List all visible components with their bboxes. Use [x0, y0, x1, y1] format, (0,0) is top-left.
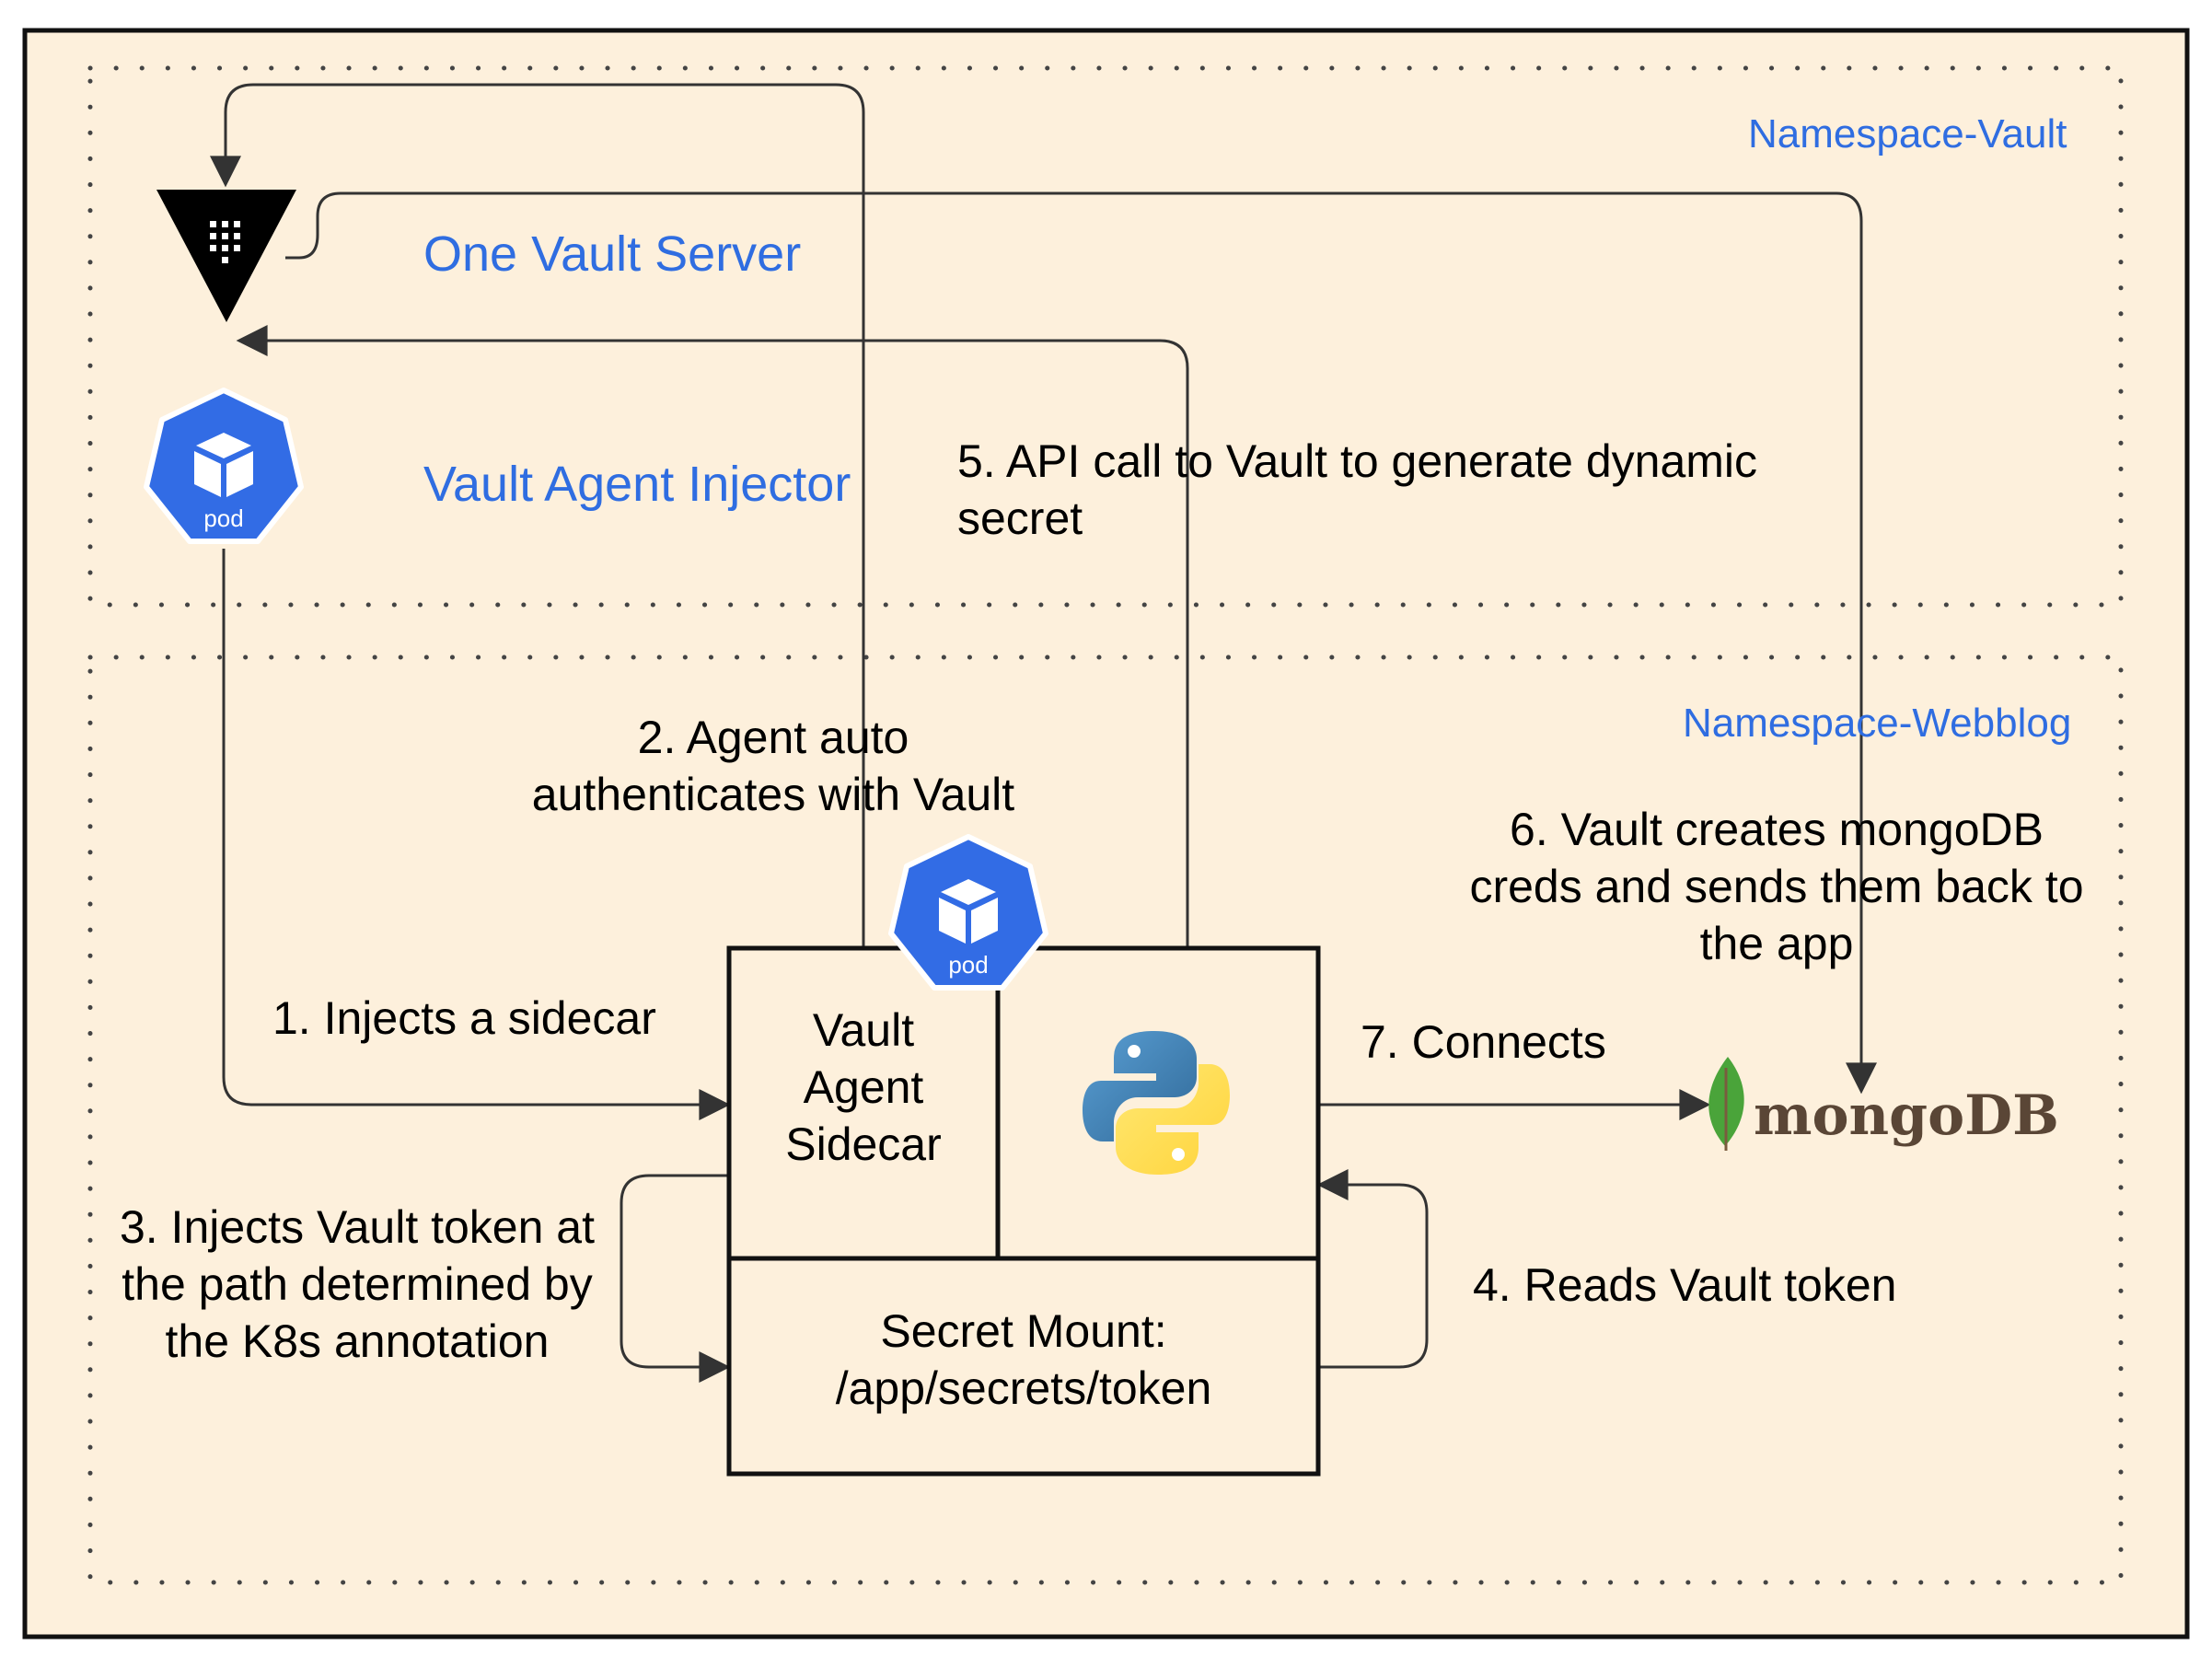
step-3-label: 3. Injects Vault token at the path deter…	[90, 1199, 624, 1370]
connector-inject-token	[620, 1174, 731, 1383]
pod-icon-label: pod	[203, 504, 243, 532]
connector-read-token	[1316, 1169, 1429, 1369]
python-logo-icon	[1083, 1031, 1230, 1175]
step-4-label: 4. Reads Vault token	[1473, 1257, 1896, 1313]
mongodb-leaf-icon	[1708, 1057, 1744, 1151]
sidecar-label-line: Agent	[803, 1061, 924, 1113]
step-5-line: secret	[957, 492, 1083, 544]
connector-agent-auth	[210, 83, 865, 946]
step-4-line: 4. Reads Vault token	[1473, 1259, 1897, 1311]
step-7-line: 7. Connects	[1361, 1016, 1606, 1068]
step-2-line: authenticates with Vault	[531, 769, 1015, 820]
step-6-line: creds and sends them back to	[1469, 861, 2084, 912]
step-6-line: the app	[1699, 918, 1854, 969]
mongodb-logo: mongoDB	[1708, 1057, 2059, 1151]
namespace-webblog-label: Namespace-Webblog	[1683, 701, 2072, 746]
secret-mount-line: /app/secrets/token	[835, 1362, 1212, 1414]
step-3-line: 3. Injects Vault token at	[119, 1201, 596, 1253]
step-5-label: 5. API call to Vault to generate dynamic…	[957, 433, 1757, 547]
sidecar-label-line: Vault	[812, 1004, 915, 1056]
step-3-line: the K8s annotation	[165, 1315, 550, 1367]
step-3-line: the path determined by	[122, 1258, 593, 1310]
step-1-label: 1. Injects a sidecar	[272, 991, 656, 1046]
injector-label: Vault Agent Injector	[423, 457, 851, 512]
step-2-label: 2. Agent auto authenticates with Vault	[497, 709, 1049, 823]
step-2-line: 2. Agent auto	[637, 712, 909, 763]
mongodb-wordmark: mongoDB	[1754, 1083, 2059, 1148]
k8s-pod-icon: pod	[888, 834, 1048, 991]
secret-mount-label: Secret Mount: /app/secrets/token	[729, 1303, 1318, 1417]
vault-logo-icon	[156, 190, 296, 322]
step-5-line: 5. API call to Vault to generate dynamic	[957, 435, 1758, 487]
k8s-pod-icon: pod	[144, 388, 304, 544]
sidecar-label-line: Sidecar	[785, 1118, 942, 1170]
step-6-label: 6. Vault creates mongoDB creds and sends…	[1436, 801, 2117, 972]
secret-mount-line: Secret Mount:	[880, 1305, 1167, 1357]
connector-vault-mongodb	[285, 191, 1877, 1095]
connector-api-call	[236, 325, 1189, 946]
pod-icon-label: pod	[948, 951, 988, 979]
connector-inject-sidecar	[222, 549, 731, 1120]
vault-server-label: One Vault Server	[423, 226, 802, 282]
namespace-vault-label: Namespace-Vault	[1748, 111, 2067, 156]
outer-border	[22, 28, 2190, 1640]
step-1-line: 1. Injects a sidecar	[272, 992, 656, 1044]
sidecar-label: Vault Agent Sidecar	[729, 1002, 998, 1173]
step-7-label: 7. Connects	[1361, 1014, 1606, 1070]
step-6-line: 6. Vault creates mongoDB	[1510, 804, 2044, 855]
